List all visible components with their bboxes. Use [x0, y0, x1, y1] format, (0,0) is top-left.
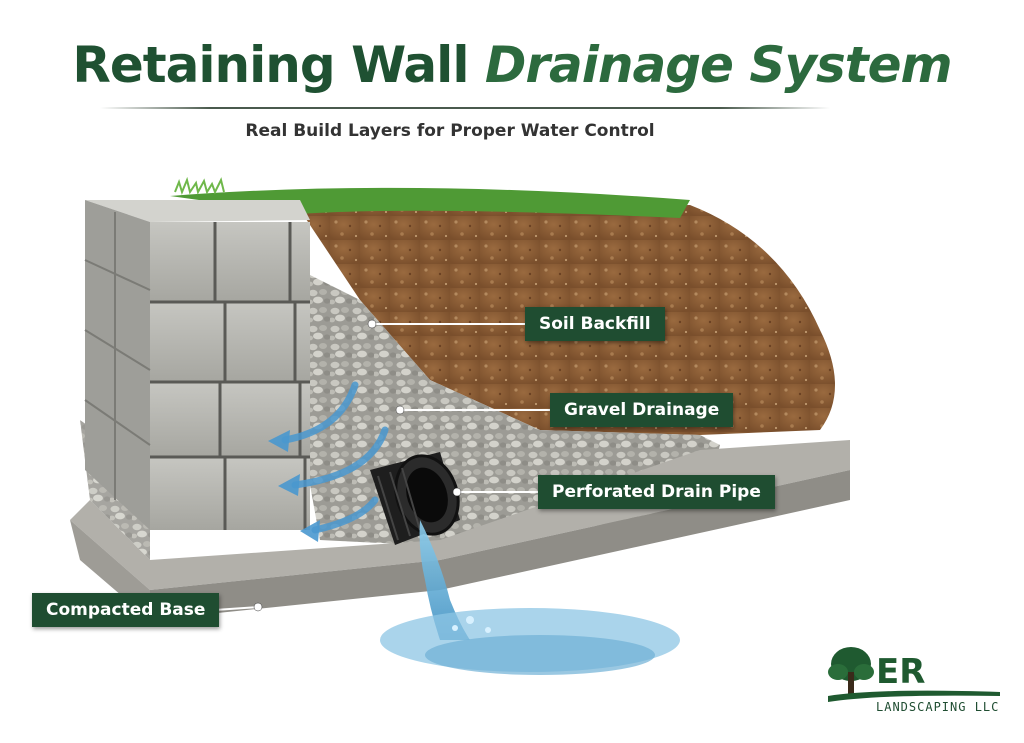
- logo-initials: ER: [876, 652, 926, 692]
- logo-tree-icon: [828, 647, 1000, 702]
- page-title: Retaining Wall Drainage System: [0, 36, 1024, 94]
- page-subtitle: Real Build Layers for Proper Water Contr…: [245, 121, 655, 141]
- leader-base: [214, 606, 259, 611]
- water-flow-arrows: [281, 381, 389, 534]
- logo-company-name: LANDSCAPING LLC: [876, 700, 1000, 714]
- flow-arrow-1: [281, 381, 359, 444]
- title-part2: Drainage System: [484, 36, 953, 94]
- perforated-drain-pipe: [370, 452, 460, 545]
- title-part1: Retaining Wall: [72, 36, 469, 94]
- callout-soil-backfill: Soil Backfill: [525, 307, 665, 341]
- flow-arrow-2: [291, 426, 389, 489]
- retaining-wall-blocks: [84, 200, 310, 530]
- callout-perforated-drain-pipe: Perforated Drain Pipe: [538, 475, 775, 509]
- callout-gravel-drainage: Gravel Drainage: [550, 393, 734, 427]
- callout-compacted-base: Compacted Base: [32, 593, 220, 627]
- flow-arrow-3: [311, 496, 379, 534]
- title-divider: [100, 107, 830, 109]
- water-outflow: [380, 520, 680, 675]
